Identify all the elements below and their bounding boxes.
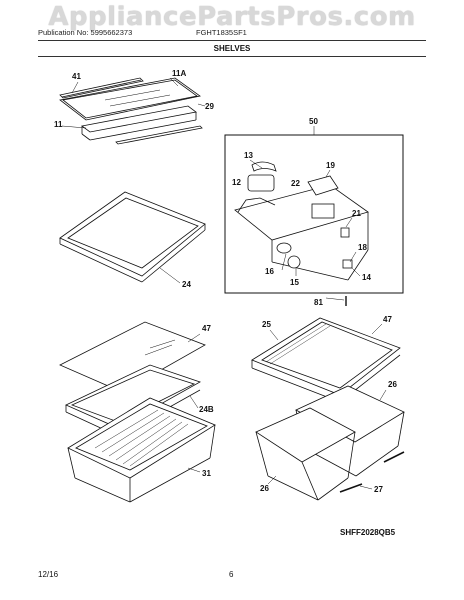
header-divider bbox=[38, 40, 426, 41]
callout-31: 31 bbox=[202, 469, 211, 478]
callout-24: 24 bbox=[182, 280, 191, 289]
section-title: SHELVES bbox=[213, 44, 251, 53]
callout-22: 22 bbox=[291, 179, 300, 188]
page-number: 6 bbox=[229, 570, 234, 579]
watermark: AppliancePartsPros.com bbox=[48, 2, 416, 32]
callout-47-left: 47 bbox=[202, 324, 211, 333]
callout-81: 81 bbox=[314, 298, 323, 307]
callout-12: 12 bbox=[232, 178, 241, 187]
dispenser-module-box bbox=[224, 126, 404, 306]
callout-50: 50 bbox=[309, 117, 318, 126]
callout-13: 13 bbox=[244, 151, 253, 160]
callout-14: 14 bbox=[362, 273, 371, 282]
callout-15: 15 bbox=[290, 278, 299, 287]
crisper-assembly-right bbox=[251, 317, 405, 501]
callout-41: 41 bbox=[72, 72, 81, 81]
callout-27: 27 bbox=[374, 485, 383, 494]
callout-25: 25 bbox=[262, 320, 271, 329]
callout-47-right: 47 bbox=[383, 315, 392, 324]
callout-26-lower: 26 bbox=[260, 484, 269, 493]
framed-shelf bbox=[59, 191, 206, 284]
callout-24b: 24B bbox=[199, 405, 214, 414]
section-divider bbox=[38, 56, 426, 57]
figure-code: SHFF2028QB5 bbox=[340, 528, 396, 537]
callout-21: 21 bbox=[352, 209, 361, 218]
callout-26-upper: 26 bbox=[388, 380, 397, 389]
callout-19: 19 bbox=[326, 161, 335, 170]
publication-number: Publication No: 5995662373 bbox=[38, 28, 133, 37]
crisper-assembly-left bbox=[59, 321, 216, 503]
model-number: FGHT1835SF1 bbox=[196, 28, 247, 37]
callout-29: 29 bbox=[205, 102, 214, 111]
callout-11: 11 bbox=[54, 120, 63, 129]
callout-18: 18 bbox=[358, 243, 367, 252]
footer-date: 12/16 bbox=[38, 570, 59, 579]
callout-11a: 11A bbox=[172, 69, 186, 78]
glass-shelf-assembly bbox=[59, 77, 206, 145]
callout-16: 16 bbox=[265, 267, 274, 276]
